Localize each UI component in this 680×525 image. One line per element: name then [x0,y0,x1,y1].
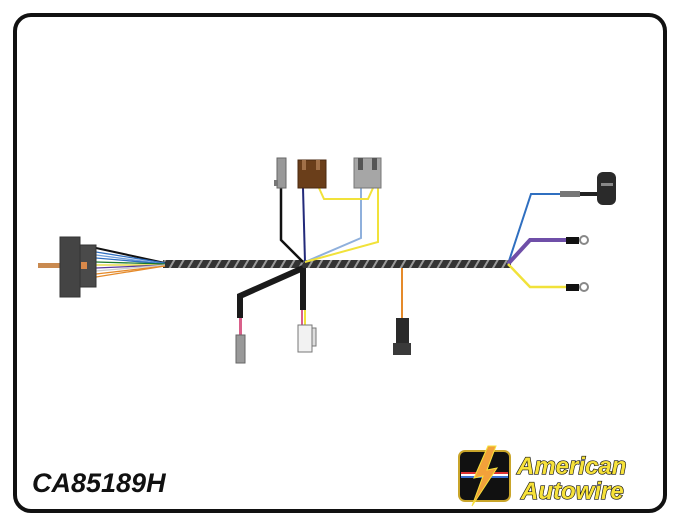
wire-navy [302,187,306,263]
wire-black-top [279,188,304,263]
black-bottom-connector [393,318,411,355]
wire-purple [506,238,566,266]
brown-connector [297,159,327,189]
wire-yellow-short [304,310,306,325]
gray-bottom-connector [235,334,246,364]
american-autowire-logo: American Autowire [458,445,627,507]
white-connector [297,324,317,353]
wire-yellow-right [507,263,566,289]
brand-line1: American [516,453,626,480]
wire-pink-yellow [301,310,303,325]
ring-terminal-purple [566,235,589,245]
wire-black-bundle-left [237,265,305,318]
left-main-connector [38,236,97,298]
wire-black-bundle-center [300,268,306,310]
wire-pink [239,318,242,335]
part-number: CA85189H [32,468,166,498]
wire-yellow [304,188,379,263]
wire-blue-right [507,193,560,265]
left-wire-fan [95,247,166,278]
lightning-bolt-icon [471,445,499,507]
ring-terminal-yellow [566,282,589,292]
gray-dual-connector [353,157,382,189]
round-socket-connector [560,172,616,205]
wire-yellow-jumper [318,187,374,200]
wire-orange [401,268,403,318]
wire-light-blue [304,188,362,263]
gray-single-connector [274,157,287,189]
main-harness-trunk [163,260,511,268]
brand-line2: Autowire [520,478,624,505]
